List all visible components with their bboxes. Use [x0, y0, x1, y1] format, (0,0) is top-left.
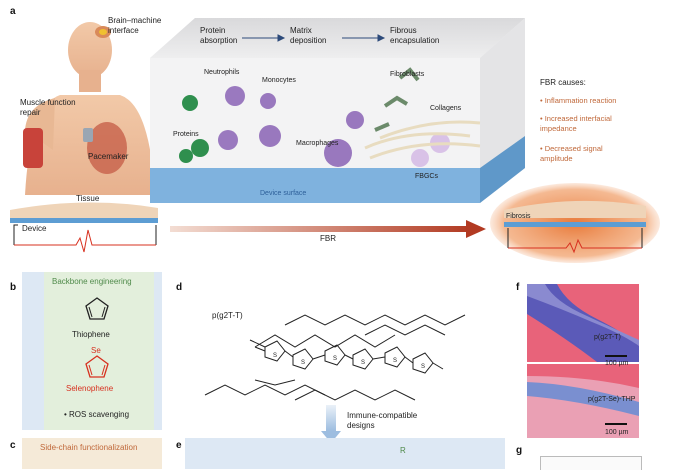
proteins-label: Proteins — [173, 131, 199, 138]
immune-compatible-label: Immune-compatible designs — [347, 411, 418, 430]
device-label: Device — [22, 224, 47, 233]
collagens-label: Collagens — [430, 105, 462, 112]
flow-step-3: Fibrous encapsulation — [390, 26, 440, 45]
panel-b-green-box — [44, 272, 154, 430]
polymer-structure: S S S S S S — [204, 314, 466, 401]
selenophene-label: Selenophene — [66, 384, 114, 393]
r-group-label: R — [400, 446, 406, 455]
tissue-label: Tissue — [76, 194, 100, 203]
device-surface-label: Device surface — [260, 190, 307, 197]
panel-b-letter: b — [10, 282, 17, 293]
panel-c-box — [22, 438, 162, 469]
fbr-causes-title: FBR causes: — [540, 78, 586, 87]
svg-text:S: S — [421, 364, 425, 370]
muscle-label: Muscle function repair — [20, 98, 76, 117]
ros-scavenging-label: • ROS scavenging — [64, 410, 130, 419]
histology-images — [527, 284, 639, 438]
panel-a-letter: a — [10, 6, 16, 17]
fbr-cause-1: • Inflammation reaction — [540, 96, 617, 105]
svg-text:S: S — [301, 360, 305, 366]
backbone-title: Backbone engineering — [52, 277, 132, 286]
side-chain-title: Side-chain functionalization — [40, 443, 138, 452]
panel-g-letter: g — [516, 445, 523, 456]
thiophene-structure — [85, 297, 109, 320]
panel-c-letter: c — [10, 440, 16, 451]
svg-text:S: S — [393, 358, 397, 364]
selenophene-structure — [85, 355, 109, 378]
panel-g-frame — [540, 456, 642, 470]
neutrophils-label: Neutrophils — [204, 69, 240, 76]
panel-e-letter: e — [176, 440, 182, 451]
monocytes-label: Monocytes — [262, 77, 296, 84]
thiophene-label: Thiophene — [72, 330, 110, 339]
fbr-cause-3: • Decreased signal amplitude — [540, 144, 603, 163]
histology-label-2: p(g2T-Se)-THP — [588, 396, 636, 403]
scale-bar-1-label: 100 µm — [605, 360, 629, 367]
fbgcs-label: FBGCs — [415, 173, 438, 180]
scale-bar-2-label: 100 µm — [605, 429, 629, 436]
flow-step-1: Protein absorption — [200, 26, 238, 45]
svg-text:S: S — [333, 356, 337, 362]
panel-d-letter: d — [176, 282, 183, 293]
macrophages-label: Macrophages — [296, 140, 339, 147]
panel-e-box — [185, 438, 505, 469]
fbr-arrow-label: FBR — [320, 234, 336, 243]
polymer-label: p(g2T-T) — [212, 311, 243, 320]
flow-step-2: Matrix deposition — [290, 26, 327, 45]
fibrosis-label: Fibrosis — [506, 213, 531, 220]
svg-text:S: S — [273, 353, 277, 359]
histology-label-1: p(g2T-T) — [594, 334, 621, 341]
bmi-label: Brain–machine interface — [108, 16, 162, 35]
fibrosis-device-right — [490, 183, 660, 263]
human-figure-illustration — [23, 22, 155, 195]
tissue-device-left — [10, 202, 158, 253]
immune-arrow — [321, 405, 341, 443]
fbr-box — [150, 18, 525, 203]
fibroblasts-label: Fibroblasts — [390, 71, 425, 78]
fbr-arrow — [170, 220, 486, 238]
svg-text:S: S — [361, 360, 365, 366]
panel-f-letter: f — [516, 282, 520, 293]
fbr-cause-2: • Increased interfacial impedance — [540, 114, 612, 133]
pacemaker-label: Pacemaker — [88, 152, 129, 161]
se-atom-label: Se — [91, 346, 101, 355]
